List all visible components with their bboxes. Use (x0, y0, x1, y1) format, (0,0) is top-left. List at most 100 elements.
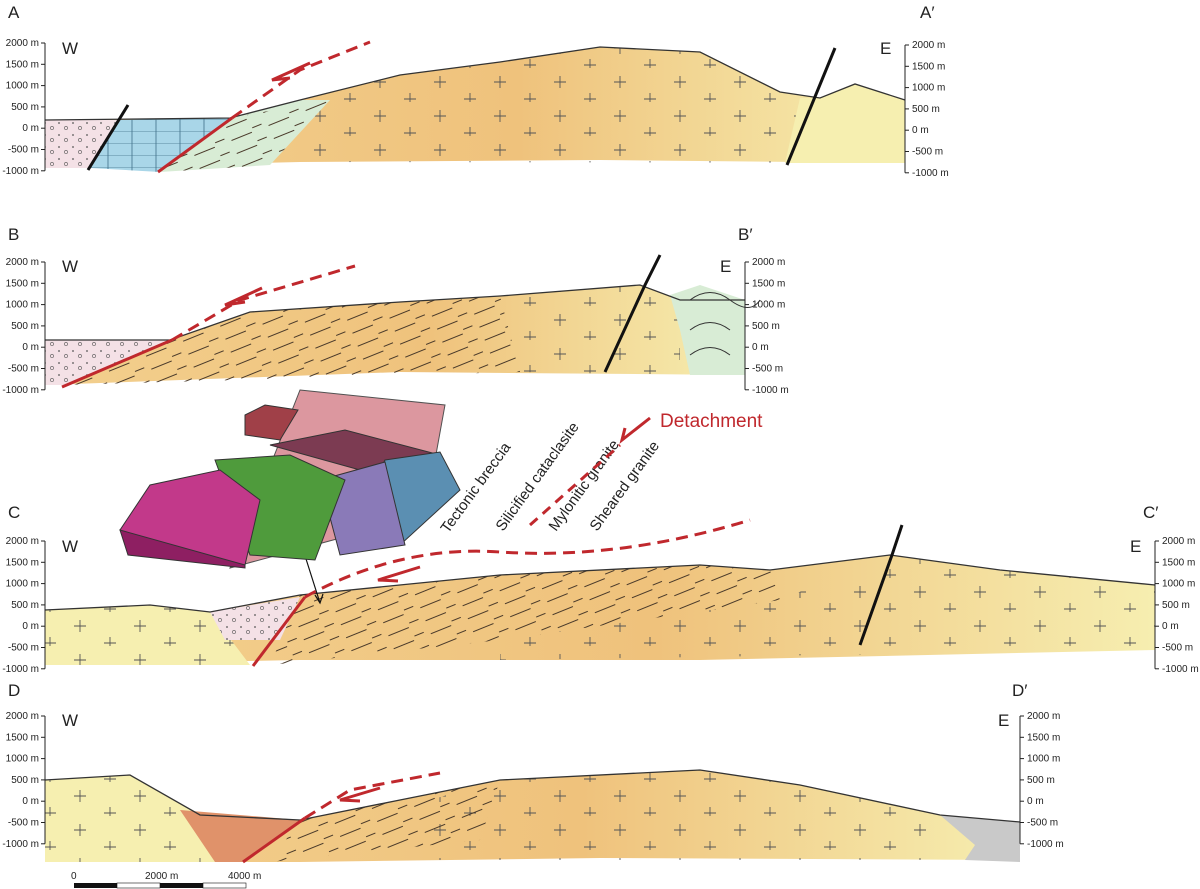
east-label: E (720, 257, 731, 276)
right-tick-label: 0 m (912, 125, 929, 136)
right-tick-label: -1000 m (1027, 839, 1064, 850)
detachment-projected (231, 40, 371, 120)
slip-arrow-icon (339, 786, 381, 803)
right-tick-label: 2000 m (1162, 536, 1195, 547)
left-tick-label: 2000 m (6, 257, 39, 268)
right-tick-label: 1000 m (1027, 754, 1060, 765)
right-tick-label: 0 m (752, 342, 769, 353)
right-tick-label: -500 m (1027, 818, 1058, 829)
normal-fault (603, 254, 662, 373)
left-tick-label: 1500 m (6, 59, 39, 70)
west-label: W (62, 257, 78, 276)
scale-label-0: 0 (71, 871, 77, 882)
legend-detachment: Detachment (660, 411, 763, 432)
detachment-projected (304, 518, 751, 599)
right-tick-label: 1000 m (912, 83, 945, 94)
left-tick-label: 1500 m (6, 278, 39, 289)
normal-fault (785, 47, 837, 166)
slip-arrow-icon (224, 286, 263, 307)
left-tick-label: 2000 m (6, 711, 39, 722)
left-tick-label: 2000 m (6, 38, 39, 49)
section-start-label: C (8, 503, 20, 522)
left-tick-label: -500 m (8, 364, 39, 375)
west-label: W (62, 537, 78, 556)
detachment-fault (251, 596, 307, 667)
left-tick-label: 1000 m (6, 579, 39, 590)
left-tick-label: 0 m (22, 621, 39, 632)
right-tick-label: 500 m (1162, 600, 1190, 611)
normal-fault (858, 524, 904, 646)
left-tick-label: 1500 m (6, 732, 39, 743)
section-c (44, 518, 1156, 667)
right-tick-label: 500 m (912, 104, 940, 115)
left-tick-label: 500 m (11, 775, 39, 786)
west-label: W (62, 711, 78, 730)
left-tick-label: -500 m (8, 818, 39, 829)
left-tick-label: 0 m (22, 796, 39, 807)
section-b (45, 254, 761, 389)
section-end-label: C′ (1143, 503, 1158, 522)
scale-label-2000: 2000 m (145, 871, 178, 882)
right-tick-label: 2000 m (1027, 711, 1060, 722)
detachment-fault (242, 816, 306, 864)
right-tick-label: 500 m (1027, 775, 1055, 786)
right-tick-label: 0 m (1027, 796, 1044, 807)
left-tick-label: 1000 m (6, 754, 39, 765)
right-tick-label: 1500 m (1027, 732, 1060, 743)
section-end-label: A′ (920, 3, 935, 22)
scale-label-4000: 4000 m (228, 871, 261, 882)
right-tick-label: 1500 m (752, 278, 785, 289)
detachment-fault (157, 116, 233, 174)
right-tick-label: -1000 m (912, 168, 949, 179)
detachment-fault (61, 338, 173, 389)
left-tick-label: -1000 m (2, 385, 39, 396)
east-label: E (998, 711, 1009, 730)
red-granite-unit (180, 810, 300, 862)
left-tick-label: 0 m (22, 123, 39, 134)
legend-slip-arrow-icon (619, 416, 651, 444)
right-tick-label: -500 m (912, 147, 943, 158)
section-end-label: D′ (1012, 681, 1027, 700)
right-tick-label: 1500 m (912, 61, 945, 72)
right-tick-label: 2000 m (912, 40, 945, 51)
left-tick-label: 0 m (22, 342, 39, 353)
left-tick-label: -500 m (8, 643, 39, 654)
section-end-label: B′ (738, 225, 753, 244)
scale-bar: 0 2000 m 4000 m (71, 871, 261, 889)
right-tick-label: 1000 m (1162, 579, 1195, 590)
section-d (44, 769, 1021, 864)
left-tick-label: 1000 m (6, 300, 39, 311)
west-label: W (62, 39, 78, 58)
left-tick-label: 500 m (11, 102, 39, 113)
normal-fault (86, 104, 130, 171)
right-tick-label: 0 m (1162, 621, 1179, 632)
left-tick-label: -1000 m (2, 166, 39, 177)
legend: Tectonic breccia Silicified cataclasite … (437, 411, 763, 536)
section-start-label: B (8, 225, 19, 244)
left-tick-label: -500 m (8, 145, 39, 156)
left-tick-label: 2000 m (6, 536, 39, 547)
left-tick-label: -1000 m (2, 839, 39, 850)
right-tick-label: -500 m (752, 364, 783, 375)
right-tick-label: 500 m (752, 321, 780, 332)
fault-rock-block-diagram (119, 389, 461, 569)
right-tick-label: -1000 m (752, 385, 789, 396)
left-tick-label: 1000 m (6, 81, 39, 92)
left-tick-label: 1500 m (6, 557, 39, 568)
right-tick-label: 1500 m (1162, 557, 1195, 568)
east-label: E (1130, 537, 1141, 556)
right-tick-label: 2000 m (752, 257, 785, 268)
section-start-label: A (8, 3, 20, 22)
east-label: E (880, 39, 891, 58)
left-tick-label: 500 m (11, 321, 39, 332)
right-tick-label: -1000 m (1162, 664, 1199, 675)
slip-arrow-icon (377, 565, 421, 583)
left-tick-label: 500 m (11, 600, 39, 611)
right-tick-label: -500 m (1162, 643, 1193, 654)
detachment-projected (304, 771, 441, 820)
section-a (44, 40, 906, 174)
right-tick-label: 1000 m (752, 300, 785, 311)
left-tick-label: -1000 m (2, 664, 39, 675)
section-start-label: D (8, 681, 20, 700)
